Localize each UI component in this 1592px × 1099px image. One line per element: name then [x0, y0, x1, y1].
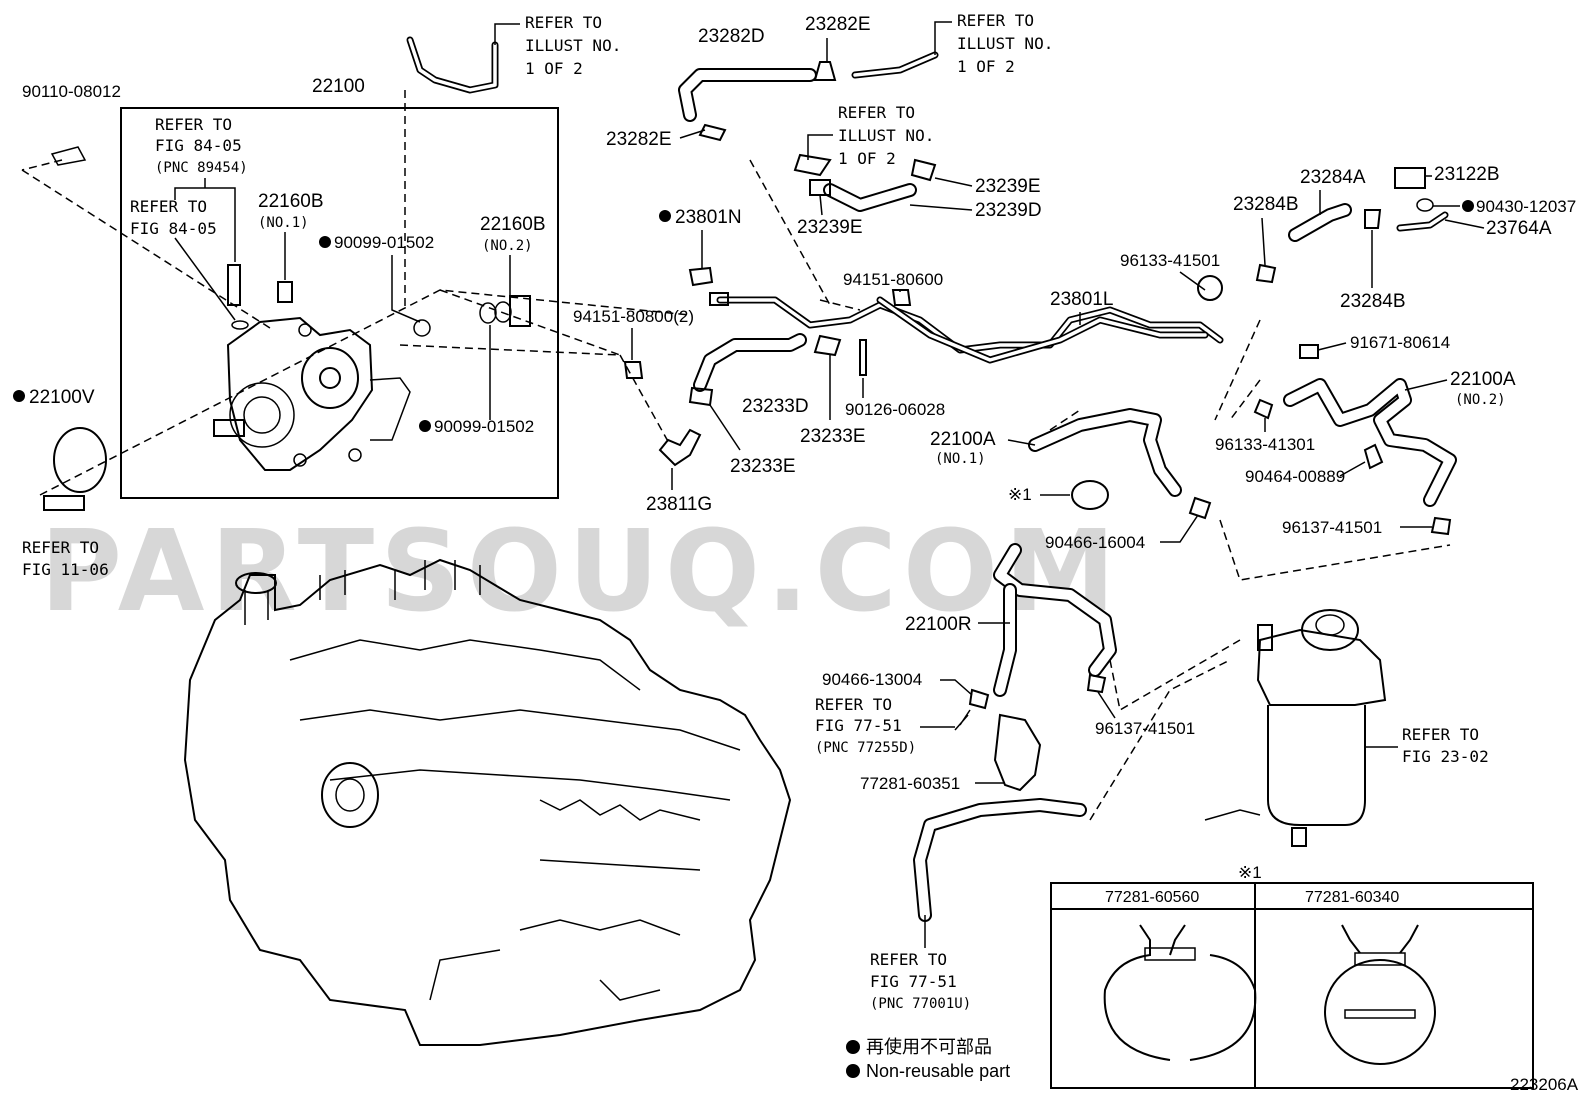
label-refer-fig-23-02-a: REFER TO	[1402, 725, 1479, 744]
label-96133-41501: 96133-41501	[1120, 251, 1220, 270]
clamp-mark1	[1071, 480, 1109, 510]
label-90466-13004: 90466-13004	[822, 670, 922, 689]
clamp-23282E-top	[813, 61, 837, 81]
clamp-23282E-left	[698, 123, 727, 142]
legend-dot-jp	[846, 1040, 860, 1054]
label-23239E-a: 23239E	[975, 176, 1041, 197]
label-illust-1-a: REFER TO	[525, 13, 602, 32]
legend-en: Non-reusable part	[866, 1061, 1010, 1081]
label-22160B-no2: 22160B	[480, 214, 546, 235]
table-col-77281-60560: 77281-60560	[1105, 889, 1199, 906]
label-refer-fig-84-05-a3: (PNC 89454)	[155, 160, 248, 176]
fuel-filter-illustration	[1204, 609, 1387, 847]
pump-assembly-box	[120, 107, 559, 499]
non-reusable-dot	[13, 390, 25, 402]
label-refer-fig-11-06-a: REFER TO	[22, 538, 99, 557]
label-illust-3-b: ILLUST NO.	[838, 126, 934, 145]
label-illust-2-b: ILLUST NO.	[957, 34, 1053, 53]
label-90099-01502-a: 90099-01502	[334, 233, 434, 252]
label-refer-fig-11-06-b: FIG 11-06	[22, 560, 109, 579]
label-91671-80614: 91671-80614	[1350, 333, 1450, 352]
label-refer-fig-77-51-b3: (PNC 77001U)	[870, 996, 971, 1012]
label-mark-1: ※1	[1008, 485, 1032, 504]
label-illust-2-c: 1 OF 2	[957, 57, 1015, 76]
legend-jp: 再使用不可部品	[866, 1037, 992, 1057]
label-22160B-no1-sub: (NO.1)	[258, 215, 309, 231]
legend-dot-en	[846, 1064, 860, 1078]
leader-lines-right	[749, 159, 1451, 821]
label-illust-3-a: REFER TO	[838, 103, 915, 122]
label-22100V: 22100V	[29, 387, 95, 408]
label-23239E-b: 23239E	[797, 217, 863, 238]
label-refer-fig-84-05-a2: FIG 84-05	[155, 136, 242, 155]
label-22160B-no2-sub: (NO.2)	[482, 238, 533, 254]
label-22100A-no2: 22100A	[1450, 369, 1516, 390]
label-23282E-left: 23282E	[606, 129, 672, 150]
label-illust-3-c: 1 OF 2	[838, 149, 896, 168]
fitting-23811G	[658, 428, 702, 467]
label-23122B: 23122B	[1434, 164, 1500, 185]
label-23233D: 23233D	[742, 396, 809, 417]
bracket-77281-60351	[993, 713, 1042, 792]
label-22100R: 22100R	[905, 614, 972, 635]
label-96137-41501-b: 96137-41501	[1095, 719, 1195, 738]
label-illust-2-a: REFER TO	[957, 11, 1034, 30]
label-90099-01502-b: 90099-01502	[434, 417, 534, 436]
label-90464-00889: 90464-00889	[1245, 467, 1345, 486]
label-23239D: 23239D	[975, 200, 1042, 221]
label-90430-12037: 90430-12037	[1476, 197, 1576, 216]
label-22100A-no1-sub: (NO.1)	[935, 451, 986, 467]
label-23233E-b: 23233E	[730, 456, 796, 477]
sensor-23122B	[1394, 167, 1426, 189]
label-23282E-top: 23282E	[805, 14, 871, 35]
pump-small-parts	[43, 146, 531, 511]
part-labels: 90110-08012 22100 22100V REFER TO FIG 11…	[13, 11, 1576, 1012]
label-23764A: 23764A	[1486, 218, 1552, 239]
label-90126-06028: 90126-06028	[845, 400, 945, 419]
label-refer-fig-77-51-b1: REFER TO	[870, 950, 947, 969]
label-23801L: 23801L	[1050, 289, 1113, 310]
supply-pump-illustration	[213, 316, 411, 471]
o-ring-22100V	[53, 427, 107, 493]
label-illust-1-b: ILLUST NO.	[525, 36, 621, 55]
label-22160B-no1: 22160B	[258, 191, 324, 212]
hose-23282D	[678, 68, 817, 122]
label-refer-fig-77-51-a1: REFER TO	[815, 695, 892, 714]
label-23284B-a: 23284B	[1233, 194, 1299, 215]
engine-block-illustration	[183, 558, 792, 1046]
label-23284A: 23284A	[1300, 167, 1366, 188]
label-90110-08012: 90110-08012	[22, 82, 121, 101]
table-col-77281-60340: 77281-60340	[1305, 889, 1399, 906]
label-96133-41301: 96133-41301	[1215, 435, 1315, 454]
label-23233E-a: 23233E	[800, 426, 866, 447]
label-22100A-no1: 22100A	[930, 429, 996, 450]
label-94151-80800-2: 94151-80800(2)	[573, 307, 694, 326]
label-refer-fig-84-05-b1: REFER TO	[130, 197, 207, 216]
label-22100A-no2-sub: (NO.2)	[1455, 392, 1506, 408]
label-refer-fig-84-05-b2: FIG 84-05	[130, 219, 217, 238]
pipe-refer-illust-1	[406, 36, 499, 94]
label-22100: 22100	[312, 76, 365, 97]
label-23811G: 23811G	[646, 494, 712, 515]
figure-code: 223206A	[1510, 1075, 1579, 1094]
label-94151-80600: 94151-80600	[843, 270, 943, 289]
label-refer-fig-77-51-a2: FIG 77-51	[815, 716, 902, 735]
label-23801N: 23801N	[675, 207, 742, 228]
label-23284B-b: 23284B	[1340, 291, 1406, 312]
label-refer-fig-77-51-b2: FIG 77-51	[870, 972, 957, 991]
table-mark: ※1	[1238, 863, 1262, 882]
label-77281-60351: 77281-60351	[860, 774, 960, 793]
label-refer-fig-77-51-a3: (PNC 77255D)	[815, 740, 916, 756]
label-23282D: 23282D	[698, 26, 765, 47]
label-refer-fig-84-05-a1: REFER TO	[155, 115, 232, 134]
label-96137-41501-a: 96137-41501	[1282, 518, 1382, 537]
leader-lines-left	[21, 90, 691, 496]
label-refer-fig-23-02-b: FIG 23-02	[1402, 747, 1489, 766]
label-illust-1-c: 1 OF 2	[525, 59, 583, 78]
clamp-96133-41501	[1197, 275, 1223, 301]
label-90466-16004: 90466-16004	[1045, 533, 1145, 552]
clamp-reference-table	[1050, 882, 1534, 1089]
